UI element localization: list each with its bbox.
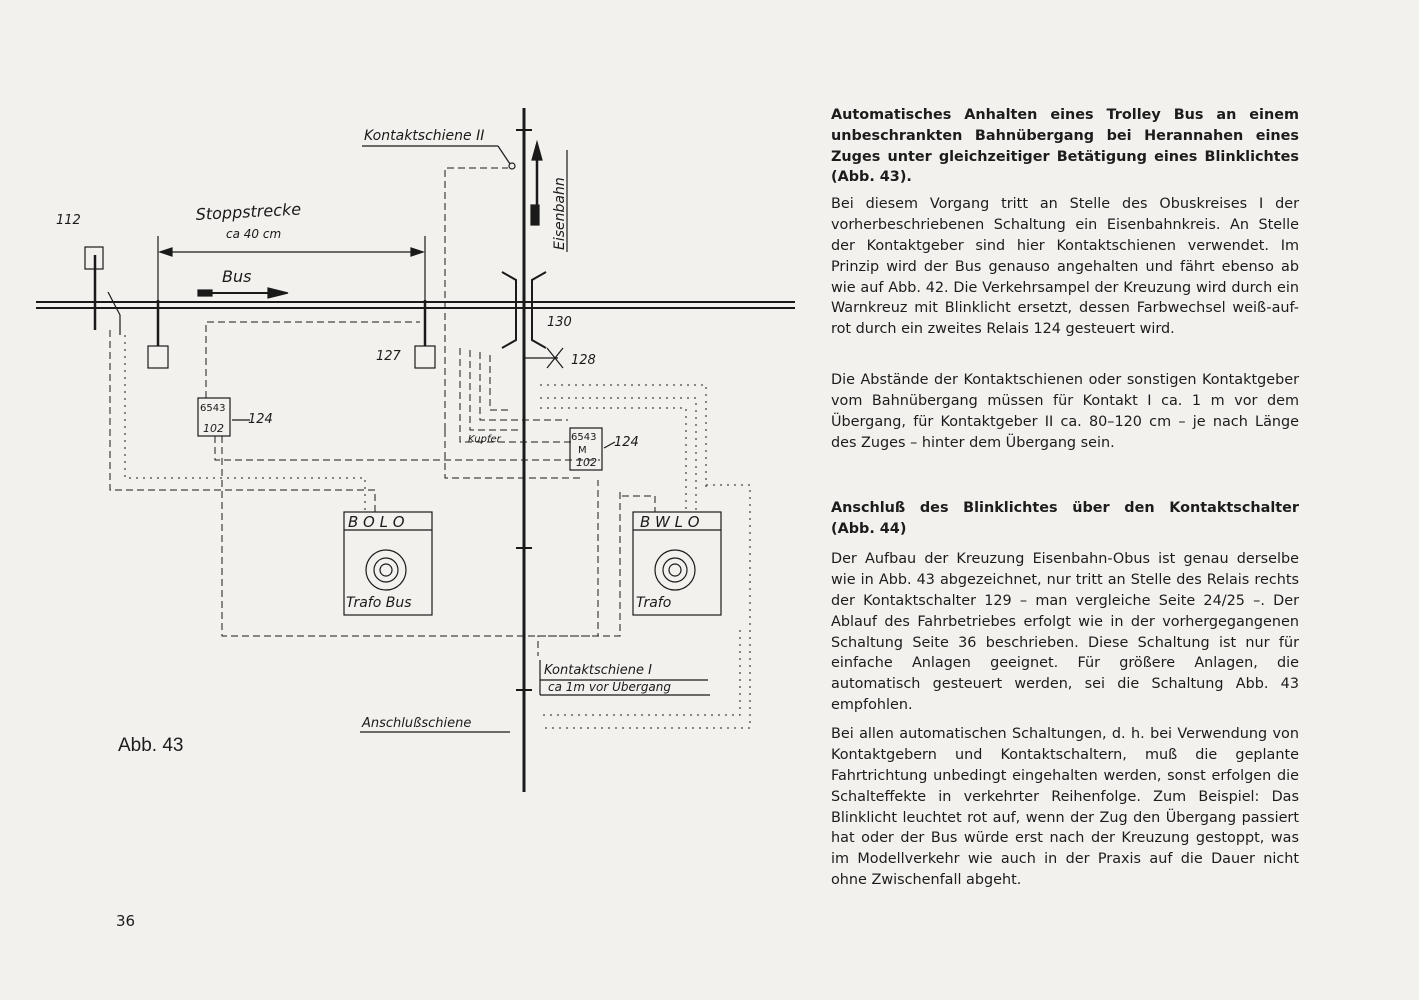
trafo-2-name: Trafo xyxy=(636,595,671,611)
label-112: 112 xyxy=(56,213,81,228)
trafo-2-letters: B W L O xyxy=(640,513,700,531)
label-127: 127 xyxy=(376,349,402,364)
relay-b-bot: 102 xyxy=(576,456,597,469)
section2-paragraph-2: Bei allen automatischen Schaltungen, d. … xyxy=(831,726,1299,888)
relay-b-top: 6543 xyxy=(571,432,596,443)
page-number: 36 xyxy=(116,912,136,930)
label-anschlussschiene: Anschlußschiene xyxy=(361,716,471,731)
label-kupfer: Kupfer xyxy=(468,434,502,445)
relay-b-mid: M xyxy=(578,445,587,456)
label-ca-40cm: ca 40 cm xyxy=(226,227,281,241)
label-130: 130 xyxy=(547,315,572,330)
label-stoppstrecke: Stoppstrecke xyxy=(195,199,301,224)
relay-a-top: 6543 xyxy=(200,403,225,414)
circuit-diagram: Kontaktschiene II Eisenbahn Stoppstrecke… xyxy=(36,108,795,792)
label-eisenbahn: Eisenbahn xyxy=(552,177,568,250)
label-kontaktschiene-2: Kontaktschiene II xyxy=(364,128,484,144)
label-124-a: 124 xyxy=(248,412,273,427)
label-124-b: 124 xyxy=(614,435,639,450)
figure-caption: Abb. 43 xyxy=(118,735,184,756)
relay-a-bot: 102 xyxy=(203,422,224,435)
section2-paragraph-1: Der Aufbau der Kreuzung Eisenbahn-Obus i… xyxy=(831,551,1299,713)
label-128: 128 xyxy=(571,353,596,368)
label-kontaktschiene-1: Kontaktschiene I xyxy=(544,663,652,678)
section1-paragraph-1: Bei diesem Vorgang tritt an Stelle des O… xyxy=(831,196,1299,338)
trafo-bus-letters: B O L O xyxy=(348,513,405,531)
trafo-bus-name: Trafo Bus xyxy=(346,595,412,611)
label-bus: Bus xyxy=(222,267,251,286)
label-ca-1m: ca 1m vor Übergang xyxy=(548,678,671,694)
section1-heading: Automatisches Anhalten eines Trolley Bus… xyxy=(831,107,1299,186)
section2-heading: Anschluß des Blinklichtes über den Konta… xyxy=(831,500,1299,537)
section1-paragraph-2: Die Abstände der Kontaktschienen oder so… xyxy=(831,372,1299,451)
